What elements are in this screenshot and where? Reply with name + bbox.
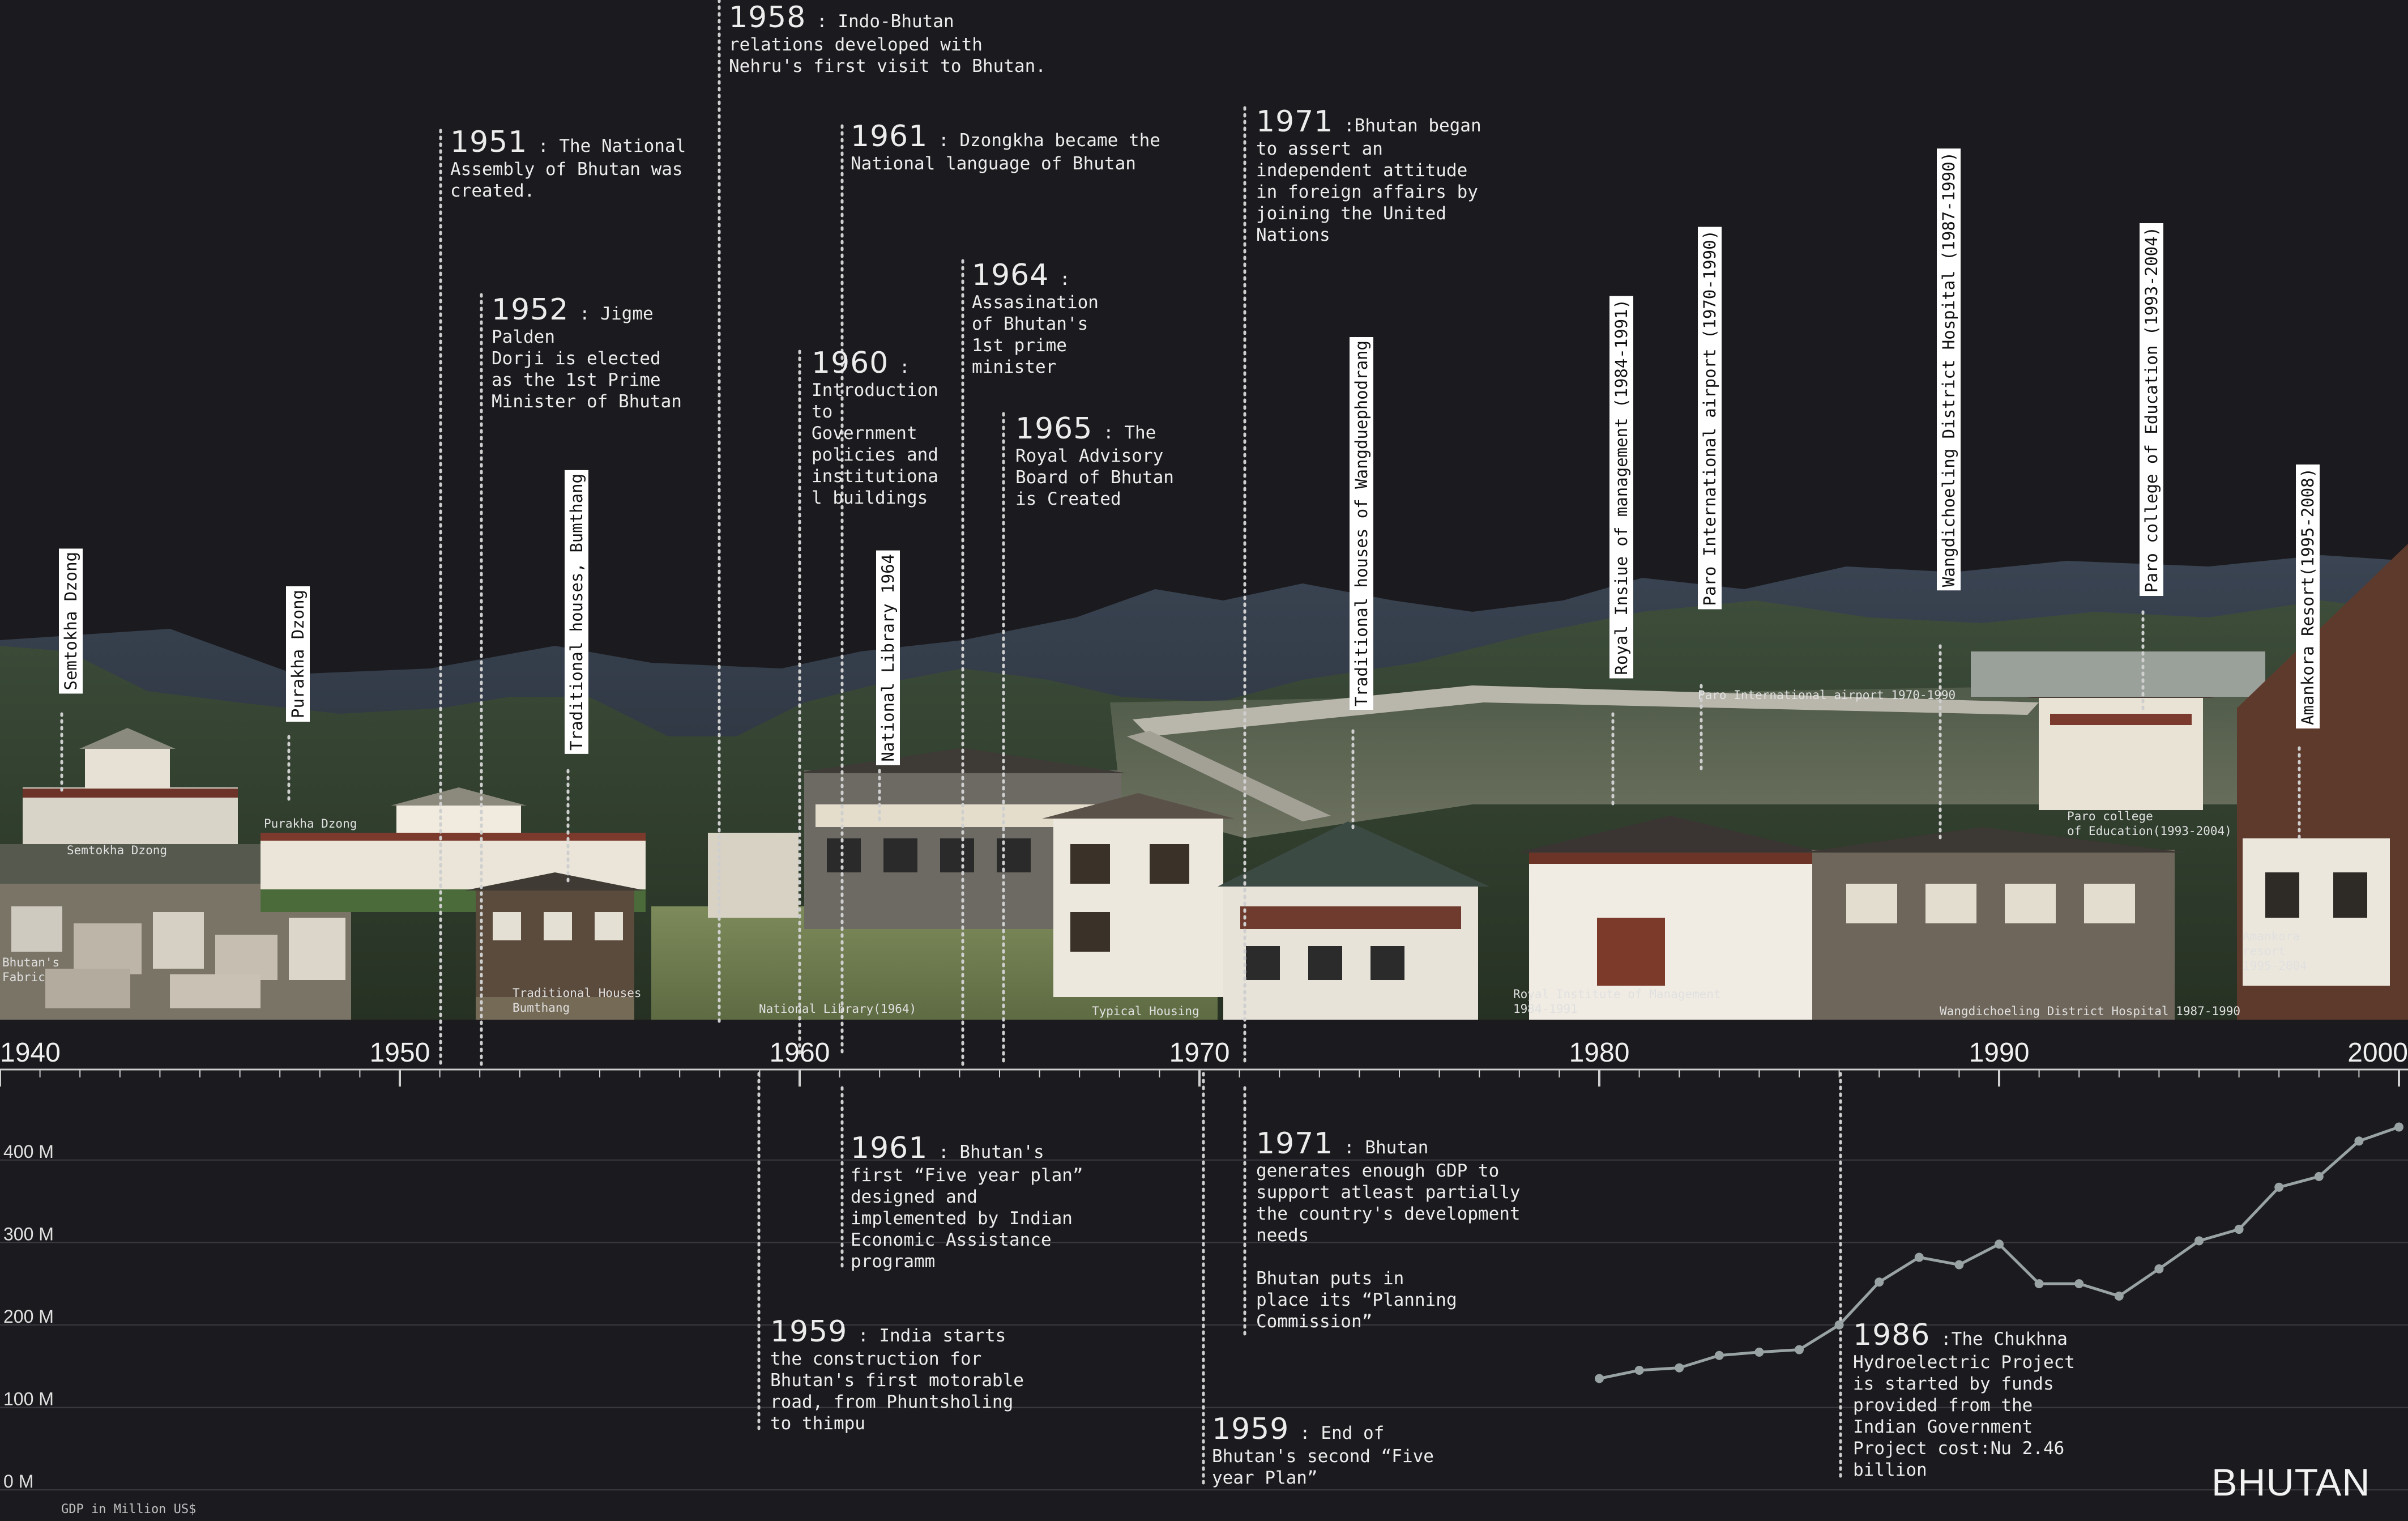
- gdp-point-1988: [1914, 1252, 1924, 1262]
- label-amankora-resort: Amankora Resort(1995-2008): [2296, 465, 2320, 728]
- gdp-point-1992: [2074, 1279, 2084, 1289]
- gdp-point-1997: [2274, 1182, 2284, 1192]
- brand-title: BHUTAN: [2211, 1461, 2371, 1504]
- gdp-point-2000: [2394, 1122, 2403, 1132]
- timeline-label-2000: 2000: [2347, 1038, 2408, 1068]
- gdp-point-1980: [1595, 1374, 1604, 1383]
- event-bottom-1959-plan: 1959 : End of Bhutan's second “Five year…: [1212, 1412, 1434, 1488]
- gdp-point-1985: [1795, 1345, 1804, 1354]
- label-national-library: National Library 1964: [876, 551, 900, 765]
- event-bottom-1961: 1961 : Bhutan's first “Five year plan” d…: [851, 1131, 1083, 1272]
- timeline-label-1970: 1970: [1169, 1038, 1230, 1068]
- gdp-point-1996: [2234, 1225, 2244, 1234]
- caption-royal-institute: Royal Institute of Management 1984-1991: [1513, 987, 1721, 1016]
- event-bottom-1959-road: 1959 : India starts the construction for…: [770, 1315, 1024, 1434]
- bumthang-house-photo: [464, 872, 646, 1020]
- event-top-1971: 1971 :Bhutan began to assert an independ…: [1256, 105, 1481, 245]
- y-tick-label-1: 100 M: [3, 1388, 54, 1409]
- gdp-point-1982: [1675, 1363, 1684, 1373]
- event-top-1961: 1961 : Dzongkha became the National lang…: [851, 120, 1160, 174]
- paro-college-photo: [1971, 651, 2265, 810]
- caption-semtokha-dzong: Semtokha Dzong: [67, 843, 168, 857]
- caption-typical-housing: Typical Housing: [1092, 1004, 1199, 1018]
- gdp-point-1993: [2114, 1291, 2124, 1301]
- gdp-point-1999: [2354, 1136, 2364, 1146]
- timeline-label-1980: 1980: [1569, 1038, 1630, 1068]
- y-axis-title: GDP in Million US$: [61, 1502, 197, 1516]
- caption-purakha-dzong: Purakha Dzong: [264, 817, 357, 830]
- gdp-point-1983: [1714, 1350, 1724, 1360]
- label-royal-institute-management: Royal Insiue of management (1984-1991): [1609, 296, 1633, 679]
- gdp-point-1984: [1754, 1347, 1764, 1357]
- gdp-point-1989: [1954, 1260, 1964, 1269]
- event-top-1951: 1951 : The National Assembly of Bhutan w…: [450, 125, 686, 201]
- event-top-1960: 1960 : Introduction to Government polici…: [812, 346, 938, 508]
- wangduephodrang-house-photo: [1218, 821, 1489, 1020]
- gdp-point-1981: [1634, 1365, 1644, 1375]
- amankora-resort-photo: [2237, 544, 2408, 1020]
- typical-housing-photo: [1042, 793, 1235, 997]
- y-tick-label-4: 400 M: [3, 1141, 54, 1162]
- label-wangdichoeling-hospital: Wangdichoeling District Hospital (1987-1…: [1937, 148, 1961, 591]
- gdp-point-1987: [1875, 1277, 1884, 1287]
- event-top-1965: 1965 : The Royal Advisory Board of Bhuta…: [1015, 412, 1174, 509]
- label-paro-college: Paro college of Education (1993-2004): [2140, 223, 2163, 597]
- event-bottom-1971: 1971 : Bhutan generates enough GDP to su…: [1256, 1127, 1521, 1332]
- event-top-1952: 1952 : Jigme Palden Dorji is elected as …: [492, 293, 682, 412]
- y-tick-label-0: 0 M: [3, 1471, 33, 1492]
- timeline-label-1990: 1990: [1969, 1038, 2030, 1068]
- label-semtokha-dzong: Semtokha Dzong: [59, 548, 83, 694]
- caption-amankora: Amankora resort 1995-2004: [2243, 930, 2307, 973]
- caption-traditional-houses-bumthang: Traditional Houses Bumthang: [513, 986, 642, 1015]
- gdp-point-1994: [2154, 1264, 2164, 1273]
- caption-bhutan-fabric: Bhutan's Fabric: [2, 956, 60, 984]
- timeline-label-1940: 1940: [0, 1038, 61, 1068]
- y-tick-label-2: 200 M: [3, 1306, 54, 1327]
- gdp-point-1986: [1834, 1320, 1844, 1330]
- gdp-point-1990: [1995, 1239, 2004, 1249]
- label-houses-wangduephodrang: Traditional houses of Wangduephodrang: [1350, 337, 1373, 710]
- royal-institute-photo: [1518, 816, 1824, 1020]
- gdp-point-1998: [2314, 1171, 2324, 1181]
- label-traditional-houses-bumthang: Traditional houses, Bumthang: [565, 470, 588, 754]
- event-bottom-1986: 1986 :The Chukhna Hydroelectric Project …: [1853, 1318, 2075, 1480]
- gdp-point-1995: [2194, 1236, 2204, 1246]
- caption-wangdichoeling-hospital: Wangdichoeling District Hospital 1987-19…: [1940, 1004, 2241, 1018]
- event-top-1964: 1964 : Assasination of Bhutan's 1st prim…: [972, 258, 1099, 377]
- timeline-label-1950: 1950: [370, 1038, 430, 1068]
- wangdichoeling-hospital-photo: [1801, 827, 2186, 1020]
- gdp-point-1991: [2034, 1279, 2044, 1289]
- label-purakha-dzong: Purakha Dzong: [286, 586, 310, 722]
- caption-paro-airport: Paro International airport 1970-1990: [1698, 688, 1956, 702]
- y-tick-label-3: 300 M: [3, 1224, 54, 1244]
- label-paro-airport: Paro International airport (1970-1990): [1698, 227, 1722, 610]
- caption-paro-college: Paro college of Education(1993-2004): [2067, 810, 2232, 838]
- event-top-1958: 1958 : Indo-Bhutan relations developed w…: [729, 1, 1046, 76]
- caption-national-library: National Library(1964): [759, 1002, 917, 1016]
